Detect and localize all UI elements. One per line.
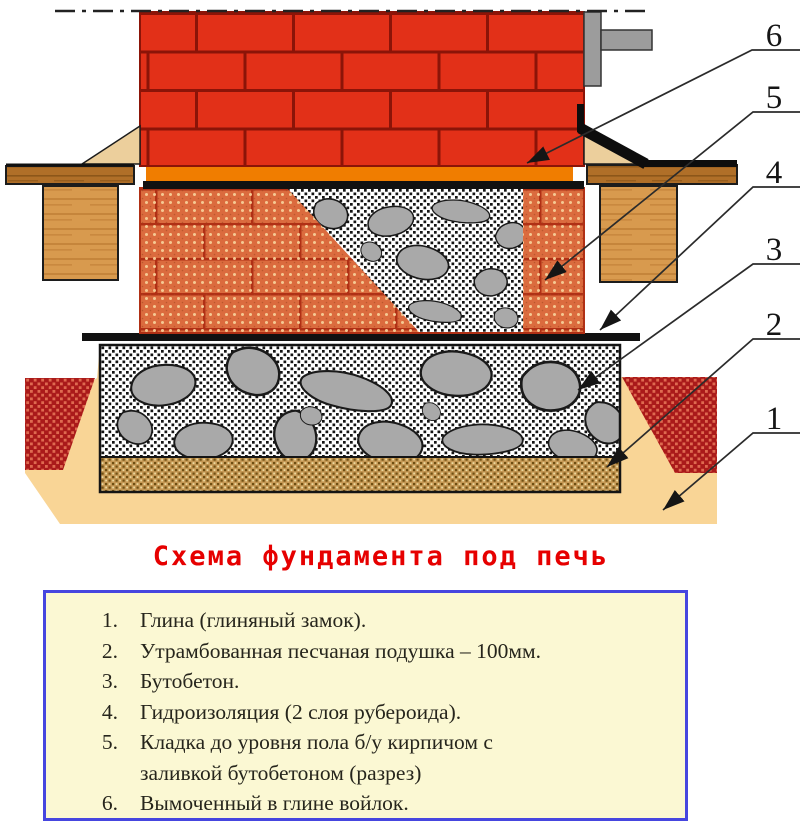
felt-strip [146, 166, 573, 181]
legend-item-number: 2. [101, 638, 118, 663]
sand-cushion [99, 456, 621, 493]
floor-board-left [5, 165, 135, 185]
legend-item-number: 4. [101, 699, 118, 724]
leader-2 [606, 338, 800, 468]
legend-box: 1. Глина (глиняный замок). 2. Утрамбован… [43, 590, 688, 821]
leader-1 [662, 432, 800, 511]
legend-item-number: 3. [101, 669, 118, 693]
legend-item-text: Глина (глиняный замок). [140, 608, 367, 632]
legend-item-2: 2. Утрамбованная песчаная подушка – 100м… [46, 636, 685, 667]
callout-numbers: 6 5 4 3 2 1 [766, 18, 783, 437]
callout-number-4: 4 [766, 155, 783, 191]
legend-item-text: Бутобетон. [140, 669, 240, 693]
leader-3 [577, 263, 800, 391]
callout-leaders [526, 49, 800, 511]
callout-number-3: 3 [766, 232, 783, 268]
wood-wedge-left [79, 124, 141, 165]
stove-brick-body [139, 11, 653, 167]
legend-item-5: 5. Кладка до уровня пола б/у кирпичом с … [46, 727, 685, 788]
legend-item-number: 1. [101, 608, 118, 632]
metal-plate [583, 11, 602, 87]
callout-number-1: 1 [766, 401, 783, 437]
foundation-cross-section-drawing: 6 5 4 3 2 1 [5, 9, 800, 524]
legend-item-number: 5. [101, 730, 118, 754]
callout-number-6: 6 [766, 18, 783, 54]
legend-item-3: 3. Бутобетон. [46, 666, 685, 697]
rubble-concrete-block [98, 343, 622, 494]
diagram-title: Схема фундамента под печь [152, 541, 610, 572]
leader-5 [544, 111, 800, 281]
leader-4 [599, 186, 800, 331]
legend-item-text: Утрамбованная песчаная подушка – 100мм. [140, 638, 541, 663]
legend-item-6: 6. Вымоченный в глине войлок. [46, 788, 685, 819]
legend-item-1: 1. Глина (глиняный замок). [46, 605, 685, 636]
floor-board-right [586, 164, 738, 185]
metal-tab [600, 29, 653, 51]
legend-item-text: Кладка до уровня пола б/у кирпичом с зал… [140, 730, 493, 785]
clay-lock-left [25, 378, 95, 470]
hydroisolation-line-upper [143, 181, 584, 189]
clay-lock-right [622, 377, 717, 473]
floor-joist-left [42, 185, 119, 281]
legend-item-number: 6. [101, 791, 118, 815]
foundation-masonry [139, 187, 585, 334]
callout-number-2: 2 [766, 307, 783, 343]
legend-item-4: 4. Гидроизоляция (2 слоя рубероида). [46, 697, 685, 728]
leader-6 [526, 49, 800, 164]
legend-item-text: Гидроизоляция (2 слоя рубероида). [140, 699, 462, 724]
rubble-concrete-band [287, 188, 523, 333]
hydroisolation-line-lower [82, 333, 640, 341]
legend-item-text: Вымоченный в глине войлок. [140, 791, 409, 815]
floor-joist-right [599, 185, 678, 283]
callout-number-5: 5 [766, 80, 783, 116]
